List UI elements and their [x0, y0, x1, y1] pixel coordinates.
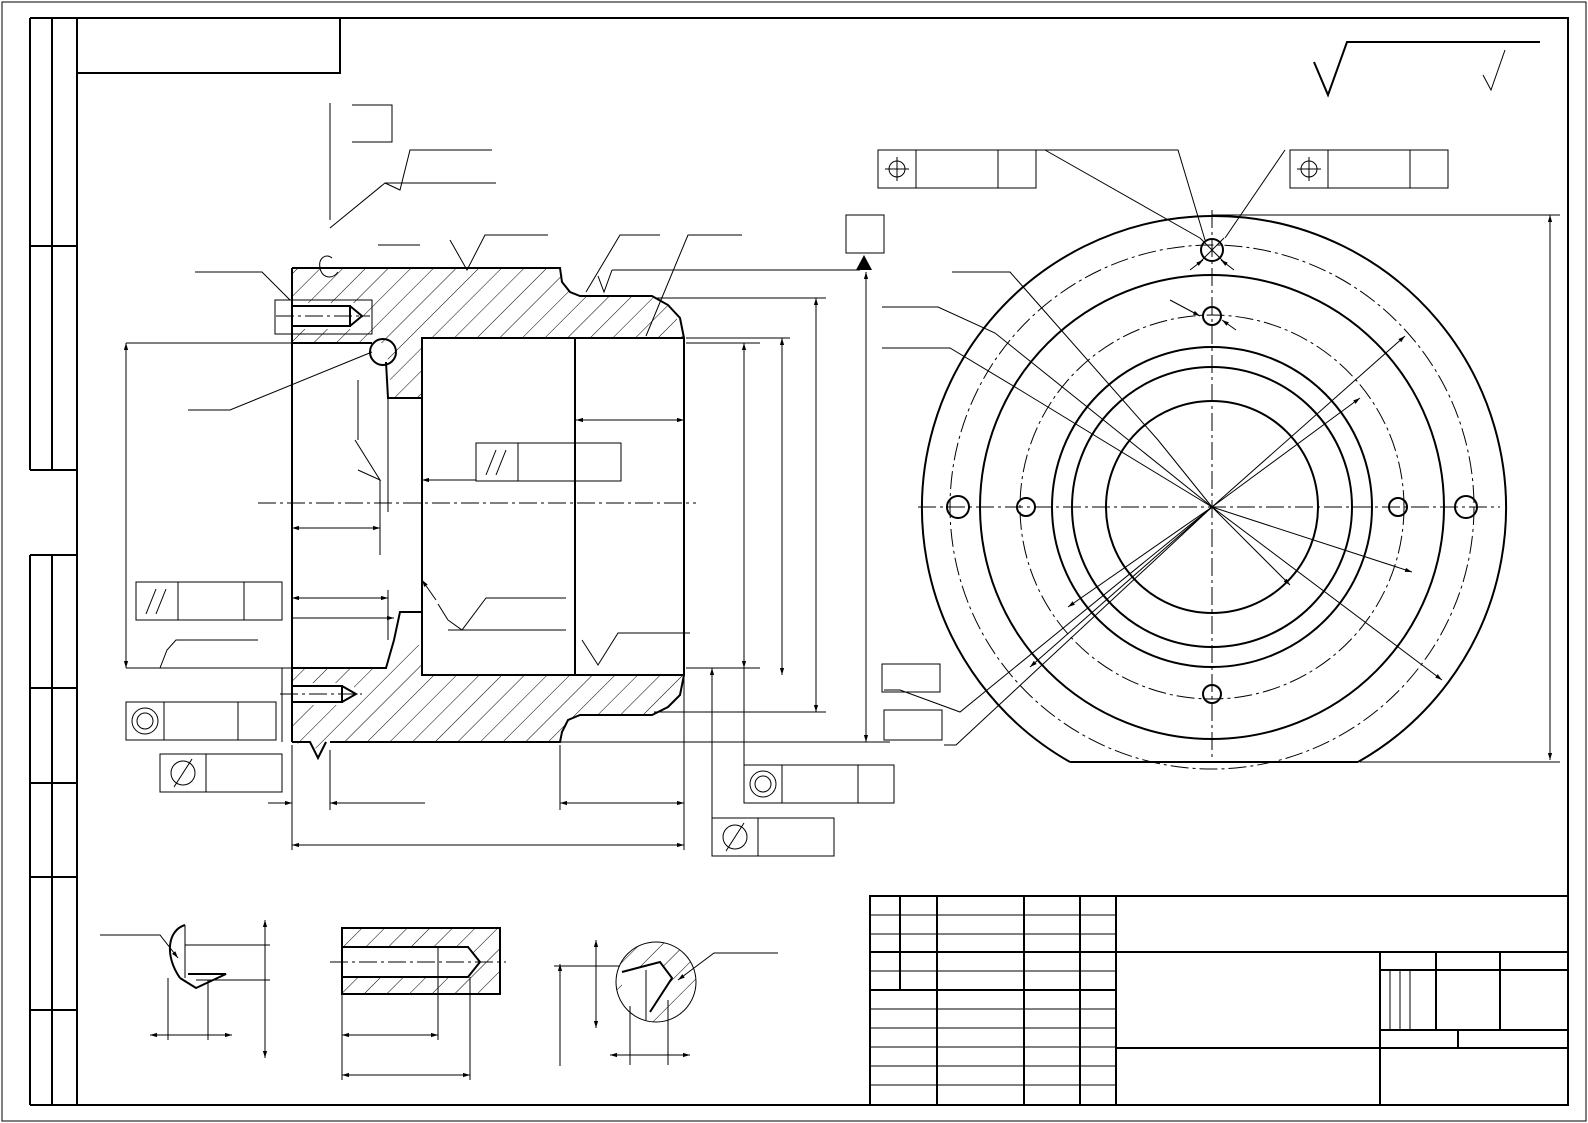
- position-frame-icon: [877, 149, 1037, 189]
- left-binding-strip: [29, 17, 77, 1106]
- circular-runout-frame-icon: [711, 817, 835, 857]
- concentricity-frame-icon: [743, 764, 895, 804]
- datum-triangle-icon: [845, 214, 885, 270]
- section-view: [123, 103, 895, 857]
- end-view: [877, 149, 1560, 770]
- radial-dimensions: [882, 149, 1443, 746]
- detail-undercut: [554, 940, 778, 1066]
- detail-groove: [100, 920, 270, 1058]
- title-block: [869, 895, 1569, 1106]
- position-frame-icon: [1289, 149, 1449, 189]
- circular-runout-frame-icon: [159, 753, 283, 793]
- threaded-hole-bottom: [280, 685, 362, 703]
- title-block-rows: [870, 914, 1116, 1086]
- section-hatch-top: [292, 268, 684, 398]
- surface-roughness-check-icon: [159, 103, 860, 669]
- concentricity-frame-icon: [125, 701, 277, 741]
- threaded-hole-top: [274, 299, 373, 335]
- section-hatch-bottom: [292, 645, 684, 750]
- surface-roughness-check-icon: [1313, 41, 1540, 98]
- bolt-holes: [946, 237, 1478, 704]
- parallelism-frame-icon: [475, 442, 622, 482]
- dimension-lines: [123, 272, 890, 850]
- parallelism-frame-icon: [135, 581, 283, 621]
- detail-threaded-hole: [330, 927, 506, 1080]
